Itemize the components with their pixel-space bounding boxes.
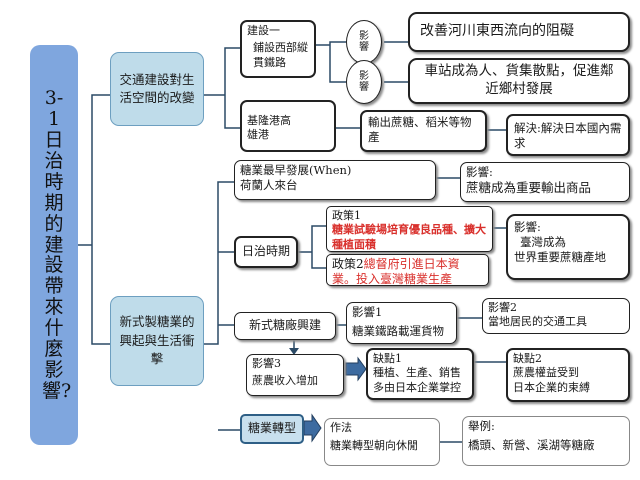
impact1-text: 糖業鐵路載運貨物 [352,323,444,338]
node-sugar: 新式製糖業的興起與生活衝擊 [110,296,204,386]
impact3-label: 影響3 [252,357,281,370]
connector-era [298,225,326,269]
new-factory-text: 新式糖廠興建 [248,318,321,333]
construction1-desc: 鋪設西部縱貫鐵路 [253,41,308,69]
influence-world-label: 影響: [514,220,541,234]
node-sugar-text: 新式製糖業的興起與生活衝擊 [119,313,195,367]
node-policy2: 政策2總督府引進日本資業。投入臺灣糖業生產 [326,254,489,286]
policy2-text: 總督府引進日本資業。投入臺灣糖業生產 [332,257,460,286]
node-effect-b: 車站成為人、貨集散點，促進鄰近鄉村發展 [408,58,630,104]
export-text: 輸出蔗糖、稻米等物產 [368,115,472,144]
flaw1-line1: 種植、生產、銷售 [373,366,461,380]
example-label: 舉例: [468,419,495,433]
node-influence-export: 影響: 蔗糖成為重要輸出商品 [460,162,630,202]
impact2-label: 影響2 [488,301,517,314]
influence-export-text: 蔗糖成為重要輸出商品 [466,179,592,195]
block-arrow-transform [303,413,322,443]
main-title: 3-1日治時期的建設帶來什麼影響? [42,87,72,402]
connector-construction [315,41,346,83]
block-arrow-impact [345,356,367,382]
node-flaw1: 缺點1 種植、生產、銷售 多由日本企業掌控 [366,348,474,400]
node-policy1: 政策1 糖業試驗場培育優良品種、擴大種植面積 [326,206,493,252]
policy1-label: 政策1 [332,209,361,222]
node-transport-text: 交通建設對生活空間的改變 [119,71,195,105]
node-impact1: 影響1 糖業鐵路載運貨物 [346,302,457,344]
ports-label: 基隆港高雄港 [247,114,291,142]
flaw2-label: 缺點2 [513,352,542,365]
oval-effect-a-text: 影響 [359,30,369,54]
flaw1-line2: 多由日本企業掌控 [373,380,461,394]
impact2-text: 當地居民的交通工具 [488,315,587,329]
node-transport: 交通建設對生活空間的改變 [110,52,204,126]
node-solution: 解決:解決日本國內需求 [506,114,630,156]
impact3-text: 蔗農收入增加 [252,374,318,388]
solution-text: 解決:解決日本國內需求 [514,121,622,150]
connector-sugar [204,181,240,431]
node-earliest: 糖業最早發展(When) 荷蘭人來台 [234,160,436,200]
effect-a-text: 改善河川東西流向的阻礙 [420,23,574,39]
construction1-label: 建設一 [247,24,280,37]
policy1-text: 糖業試驗場培育優良品種、擴大種植面積 [332,223,486,251]
earliest-line1: 糖業最早發展(When) [240,163,352,177]
node-example: 舉例: 橋頭、新營、溪湖等糖廠 [462,416,630,466]
node-effect-a: 改善河川東西流向的阻礙 [408,12,630,52]
flaw1-label: 缺點1 [373,352,402,365]
earliest-line2: 荷蘭人來台 [240,177,298,192]
influence-export-label: 影響: [466,165,493,179]
example-text: 橋頭、新營、溪湖等糖廠 [468,437,595,452]
method-label: 作法 [330,421,352,434]
node-construction1: 建設一 鋪設西部縱貫鐵路 [240,20,316,78]
node-export: 輸出蔗糖、稻米等物產 [360,110,487,152]
japanese-era-text: 日治時期 [241,244,290,259]
connector-main [78,94,110,345]
node-impact3: 影響3 蔗農收入增加 [246,354,344,396]
oval-effect-a: 影響 [346,20,382,64]
node-influence-world: 影響: 臺灣成為 世界重要蔗糖產地 [506,214,630,280]
oval-effect-b: 影響 [346,60,382,104]
method-text: 糖業轉型朝向休閒 [330,439,418,453]
connector-transport [204,47,240,129]
flaw2-line2: 日本企業的束縛 [513,380,590,394]
effect-b-text: 車站成為人、貨集散點，促進鄰近鄉村發展 [424,63,614,97]
flaw2-line1: 蔗農權益受到 [513,366,579,380]
node-method: 作法 糖業轉型朝向休閒 [324,418,440,466]
node-new-factory: 新式糖廠興建 [234,312,336,340]
transform-text: 糖業轉型 [247,421,296,436]
arrow-head-factory [289,348,299,355]
node-japanese-era: 日治時期 [234,236,298,268]
main-title-bar: 3-1日治時期的建設帶來什麼影響? [30,45,78,445]
oval-effect-b-text: 影響 [359,70,369,94]
influence-world-line2: 世界重要蔗糖產地 [514,249,606,264]
node-impact2: 影響2 當地居民的交通工具 [482,298,630,334]
node-ports: 基隆港高雄港 [240,100,336,152]
impact1-label: 影響1 [352,305,383,319]
policy2-label: 政策2 [332,257,364,271]
influence-world-line1: 臺灣成為 [520,234,566,249]
node-flaw2: 缺點2 蔗農權益受到 日本企業的束縛 [506,348,630,402]
node-transform: 糖業轉型 [240,414,304,444]
